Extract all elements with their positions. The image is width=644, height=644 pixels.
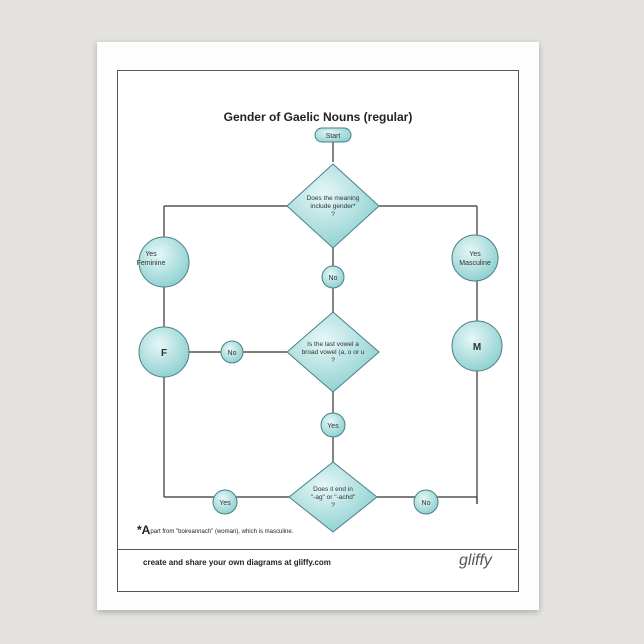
diagram-title: Gender of Gaelic Nouns (regular): [223, 110, 413, 124]
postcard: Gender of Gaelic Nouns (regular) Star: [97, 42, 539, 610]
svg-text:No: No: [228, 350, 237, 357]
no-node-2: No: [220, 340, 244, 364]
svg-text:Yes: Yes: [145, 251, 157, 258]
svg-text:F: F: [161, 348, 167, 359]
no-node-3: No: [413, 489, 439, 515]
svg-text:Yes: Yes: [327, 423, 339, 430]
gliffy-logo: gliffy: [459, 552, 492, 569]
svg-text:?: ?: [331, 502, 335, 509]
svg-text:Feminine: Feminine: [137, 260, 166, 267]
footnote-mark: *A: [137, 523, 151, 537]
question-gender-meaning: Does the meaning include gender* ?: [286, 163, 380, 249]
footer-text: create and share your own diagrams at gl…: [143, 558, 331, 567]
svg-text:broad vowel (a, o or u: broad vowel (a, o or u: [302, 349, 365, 356]
m-node: M: [451, 320, 503, 372]
svg-text:Masculine: Masculine: [459, 260, 491, 267]
question-ending: Does it end in "-ag" or "-achd" ?: [288, 461, 378, 533]
svg-text:No: No: [329, 275, 338, 282]
footer-divider: [117, 549, 517, 550]
svg-text:M: M: [473, 342, 481, 353]
svg-text:"-ag" or "-achd": "-ag" or "-achd": [311, 494, 356, 501]
flowchart: Start Does the meaning include gender* ?…: [137, 127, 503, 533]
yes-feminine-node: Yes Feminine: [137, 236, 190, 288]
svg-text:No: No: [422, 500, 431, 507]
svg-text:Does the meaning: Does the meaning: [307, 195, 360, 202]
yes-node-3: Yes: [212, 489, 238, 515]
footnote-text: part from "boireannach" (woman), which i…: [150, 529, 294, 535]
no-node-1: No: [321, 265, 345, 289]
f-node: F: [138, 326, 190, 378]
footnote: *Apart from "boireannach" (woman), which…: [137, 523, 467, 537]
svg-text:Does it end in: Does it end in: [313, 486, 353, 493]
yes-masculine-node: Yes Masculine: [451, 234, 499, 282]
question-broad-vowel: Is the last vowel a broad vowel (a, o or…: [286, 311, 380, 393]
svg-text:?: ?: [331, 211, 335, 218]
svg-text:Yes: Yes: [219, 500, 231, 507]
svg-text:Is the last vowel a: Is the last vowel a: [307, 341, 359, 348]
yes-node-2: Yes: [320, 412, 346, 438]
svg-text:Yes: Yes: [469, 251, 481, 258]
svg-text:include gender*: include gender*: [310, 203, 356, 210]
start-node: Start: [314, 127, 352, 143]
svg-text:?: ?: [331, 357, 335, 364]
start-label: Start: [326, 133, 341, 140]
